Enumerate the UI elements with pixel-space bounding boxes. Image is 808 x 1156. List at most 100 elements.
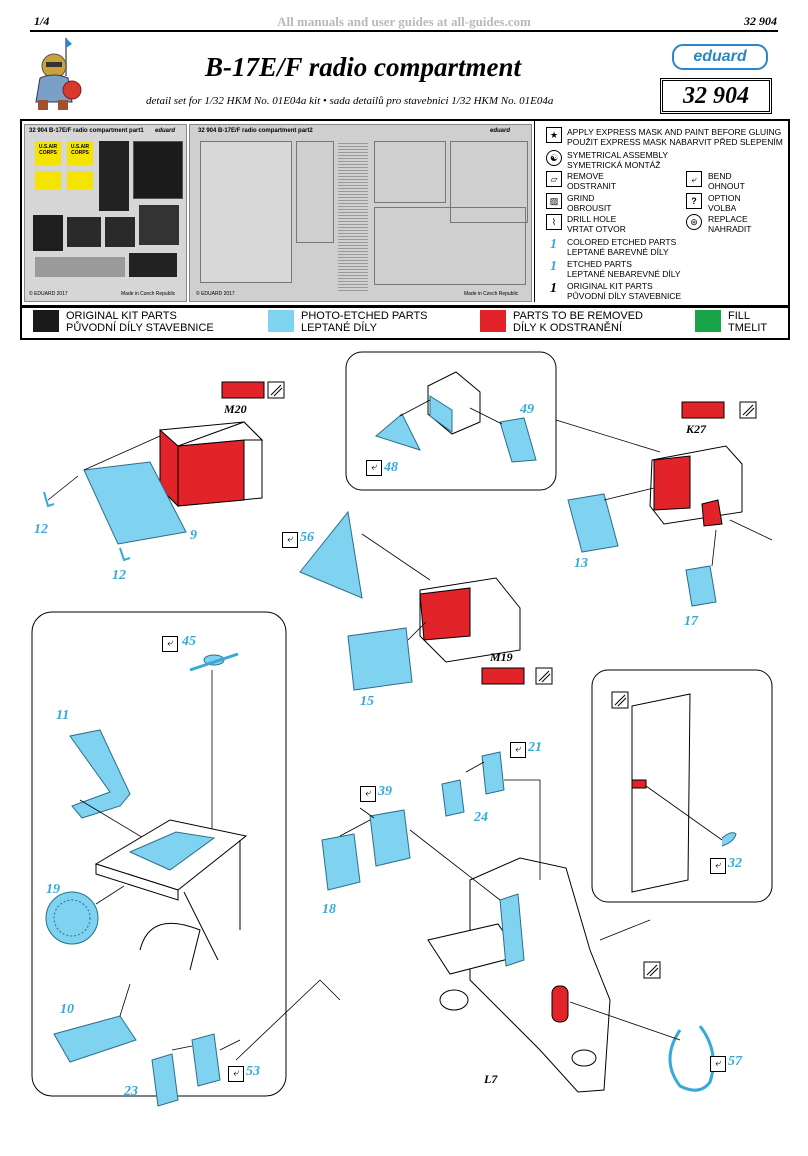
drill-icon: ⌇ (546, 214, 562, 230)
label-48: 48 (384, 460, 398, 475)
pe-part-11 (69, 729, 131, 819)
remove-icon: ▱ (546, 171, 562, 187)
label-10: 10 (60, 1002, 74, 1017)
black-panel-f (139, 205, 179, 245)
pe-part-32 (721, 832, 737, 847)
bulkhead-l7 (427, 857, 611, 1093)
pe-part-48 (374, 413, 421, 451)
label-17: 17 (684, 614, 698, 629)
label-24: 24 (474, 810, 488, 825)
label-9: 9 (190, 528, 197, 543)
key-remove: PARTS TO BE REMOVED DÍLY K ODSTRANĚNÍ (513, 310, 643, 334)
panel-32 (631, 693, 691, 893)
pe-part-18 (321, 833, 361, 891)
legend-colored-num: 1 (550, 237, 557, 252)
legend-colored: COLORED ETCHED PARTS LEPTANÉ BAREVNÉ DÍL… (567, 237, 677, 257)
key-original: ORIGINAL KIT PARTS PŮVODNÍ DÍLY STAVEBNI… (66, 310, 214, 334)
pe-part-57 (668, 1025, 715, 1092)
label-k27: K27 (686, 422, 707, 436)
black-panel-e (105, 217, 135, 247)
black-panel-c (33, 215, 63, 251)
label-21: 21 (528, 740, 542, 755)
pe-panel-9 (83, 461, 187, 545)
pe-part-19 (45, 891, 99, 945)
label-39: 39 (378, 784, 392, 799)
callout-frame-48-49 (345, 351, 557, 491)
label-l7: L7 (484, 1072, 498, 1086)
placard-2: U.S.AIR CORPS (67, 141, 93, 165)
page-subtitle: detail set for 1/32 HKM No. 01E04a kit •… (146, 95, 554, 107)
label-18: 18 (322, 902, 336, 917)
black-panel-g (129, 253, 177, 277)
swatch-fill (695, 310, 721, 332)
pe-part-56 (299, 510, 363, 599)
grey-parts-strip (35, 257, 125, 277)
pe-part-23 (151, 1053, 179, 1107)
pe-part-21 (481, 751, 505, 795)
bend-icon-53: ⤶ (228, 1066, 244, 1082)
legend-remove: REMOVE ODSTRANIT (567, 171, 617, 191)
label-53: 53 (246, 1064, 260, 1079)
fret-part1: 32 904 B-17E/F radio compartment part1 e… (24, 124, 187, 302)
fret-part1-copyright: © EDUARD 2017 (29, 291, 68, 297)
placard-1: U.S.AIR CORPS (35, 141, 61, 165)
page-number: 1/4 (34, 14, 50, 28)
radio-box-m20 (159, 421, 264, 508)
instrument-panel-a (99, 141, 129, 211)
label-19: 19 (46, 882, 60, 897)
callout-frame-32 (591, 669, 773, 903)
pe-panel-17 (685, 565, 717, 607)
label-12a: 12 (34, 522, 48, 537)
label-15: 15 (360, 694, 374, 709)
star-icon: ★ (546, 127, 562, 143)
radio-box-m19 (419, 577, 521, 663)
legend-symmetrical: SYMETRICAL ASSEMBLY SYMETRICKÁ MONTÁŽ (567, 150, 669, 170)
yellow-panel-3 (35, 171, 61, 189)
label-13: 13 (574, 556, 588, 571)
fret2-piece-c (374, 141, 446, 203)
fret2-grid-a (200, 141, 292, 283)
fret2-piece-d (450, 141, 528, 223)
fret-part2-label: 32 904 B-17E/F radio compartment part2 (198, 128, 313, 134)
bend-icon-48: ⤶ (366, 460, 382, 476)
product-code-box: 32 904 (660, 78, 772, 114)
legend-replace: REPLACE NAHRADIT (708, 214, 752, 234)
yellow-panel-4 (67, 171, 93, 189)
label-23: 23 (124, 1084, 138, 1099)
label-m20: M20 (224, 402, 247, 416)
page-title: B-17E/F radio compartment (205, 52, 522, 82)
question-icon: ? (686, 193, 702, 209)
fret-part2: 32 904 B-17E/F radio compartment part2 e… (189, 124, 532, 302)
fret2-piece-b (296, 141, 334, 243)
legend-original: ORIGINAL KIT PARTS PŮVODNÍ DÍLY STAVEBNI… (567, 281, 682, 301)
pe-bracket-12a (43, 491, 55, 508)
grind-icon: ▨ (546, 193, 562, 209)
pe-panel-15 (347, 627, 413, 691)
fret2-piece-e (374, 207, 526, 285)
m19-remove-swatch (481, 667, 525, 685)
replace-icon: ⊛ (686, 214, 702, 230)
legend-original-num: 1 (550, 281, 557, 296)
legend-express-mask: APPLY EXPRESS MASK AND PAINT BEFORE GLUI… (567, 127, 783, 147)
fret-part1-made: Made in Czech Republic (121, 291, 176, 297)
k27-remove-swatch (681, 401, 725, 419)
legend-grind: GRIND OBROUSIT (567, 193, 612, 213)
label-57: 57 (728, 1054, 742, 1069)
pe-bracket-12b (119, 547, 131, 562)
fret-part2-copyright: © EDUARD 2017 (196, 291, 235, 297)
label-49: 49 (520, 402, 534, 417)
header-code: 32 904 (744, 14, 777, 28)
fret-part1-label: 32 904 B-17E/F radio compartment part1 (29, 128, 144, 134)
pe-part-10 (53, 1015, 137, 1063)
bend-icon-57: ⤶ (710, 1056, 726, 1072)
label-32: 32 (728, 856, 742, 871)
label-m19: M19 (490, 650, 513, 664)
radio-box-k27 (649, 445, 743, 527)
legend-etched: ETCHED PARTS LEPTANÉ NEBAREVNÉ DÍLY (567, 259, 681, 279)
instrument-panel-b (133, 141, 183, 199)
fret-part2-made: Made in Czech Republic (464, 291, 519, 297)
desk-assembly (94, 819, 248, 971)
watermark: All manuals and user guides at all-guide… (277, 14, 531, 29)
header-rule (30, 30, 778, 32)
